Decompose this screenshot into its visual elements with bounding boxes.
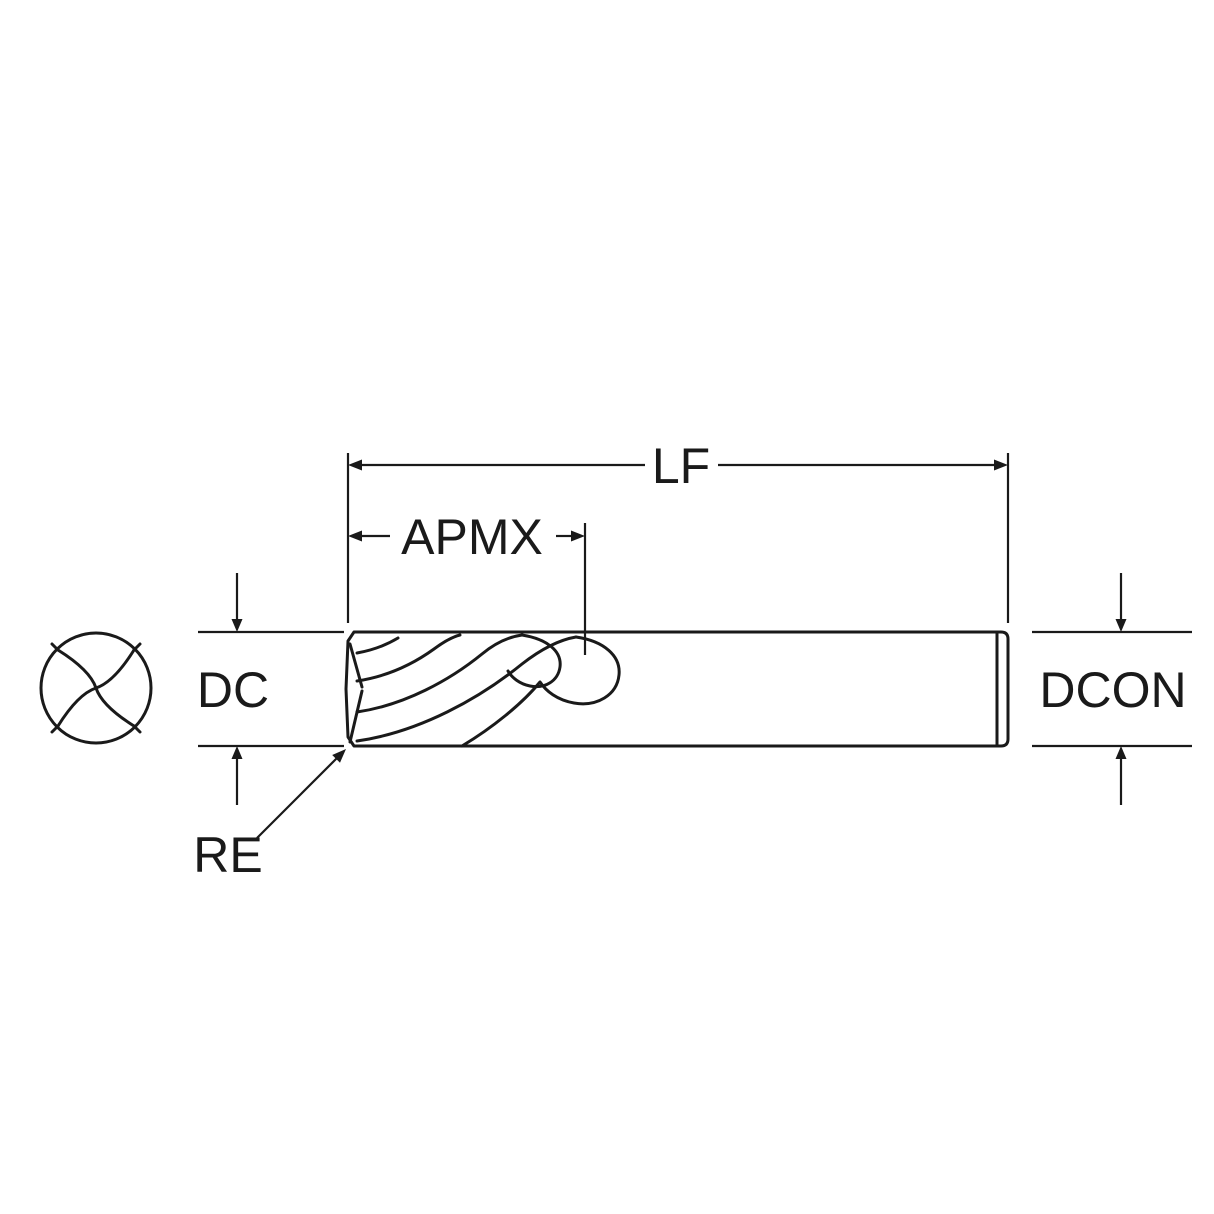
re-label: RE — [193, 827, 262, 883]
apmx-dimension: APMX — [348, 509, 587, 655]
end-mill-side-view — [344, 630, 1010, 748]
lf-dimension: LF — [346, 438, 1010, 623]
dc-dimension: DC — [197, 573, 344, 805]
re-leader-line — [256, 757, 338, 839]
end-view-flute-edge — [94, 648, 136, 690]
dc-arrowhead-top — [231, 619, 243, 632]
lf-label: LF — [652, 438, 710, 494]
apmx-arrowhead-left — [348, 530, 362, 542]
lf-arrowhead-left — [348, 459, 362, 471]
end-tooth-line — [348, 689, 364, 744]
dcon-dimension: DCON — [1032, 573, 1192, 805]
flute-helix-line — [355, 633, 462, 683]
end-view-tooth-tick — [132, 642, 142, 652]
end-view-tooth-tick — [50, 642, 60, 652]
end-view-tooth-tick — [132, 724, 142, 734]
flute-helix-line — [355, 633, 524, 714]
dcon-label: DCON — [1039, 662, 1186, 718]
lf-arrowhead-right — [994, 459, 1008, 471]
dcon-arrowhead-bottom — [1115, 746, 1127, 759]
dc-label: DC — [197, 662, 269, 718]
dcon-arrowhead-top — [1115, 619, 1127, 632]
end-view-flute-edge — [56, 648, 98, 690]
flute-runout-curve — [460, 635, 621, 748]
end-view-tooth-tick — [50, 724, 60, 734]
flute-runout-curve — [506, 633, 562, 689]
end-view-flute-edge — [56, 686, 98, 728]
end-view-flute-edge — [94, 686, 136, 728]
re-callout: RE — [193, 749, 346, 883]
flute-helix-line — [355, 636, 400, 655]
dc-arrowhead-bottom — [231, 746, 243, 759]
end-mill-end-view — [39, 631, 153, 745]
tool-outline — [344, 630, 1010, 748]
apmx-label: APMX — [401, 509, 543, 565]
flute-helix-line — [355, 635, 578, 743]
re-arrowhead — [332, 749, 346, 763]
apmx-arrowhead-right — [571, 530, 585, 542]
